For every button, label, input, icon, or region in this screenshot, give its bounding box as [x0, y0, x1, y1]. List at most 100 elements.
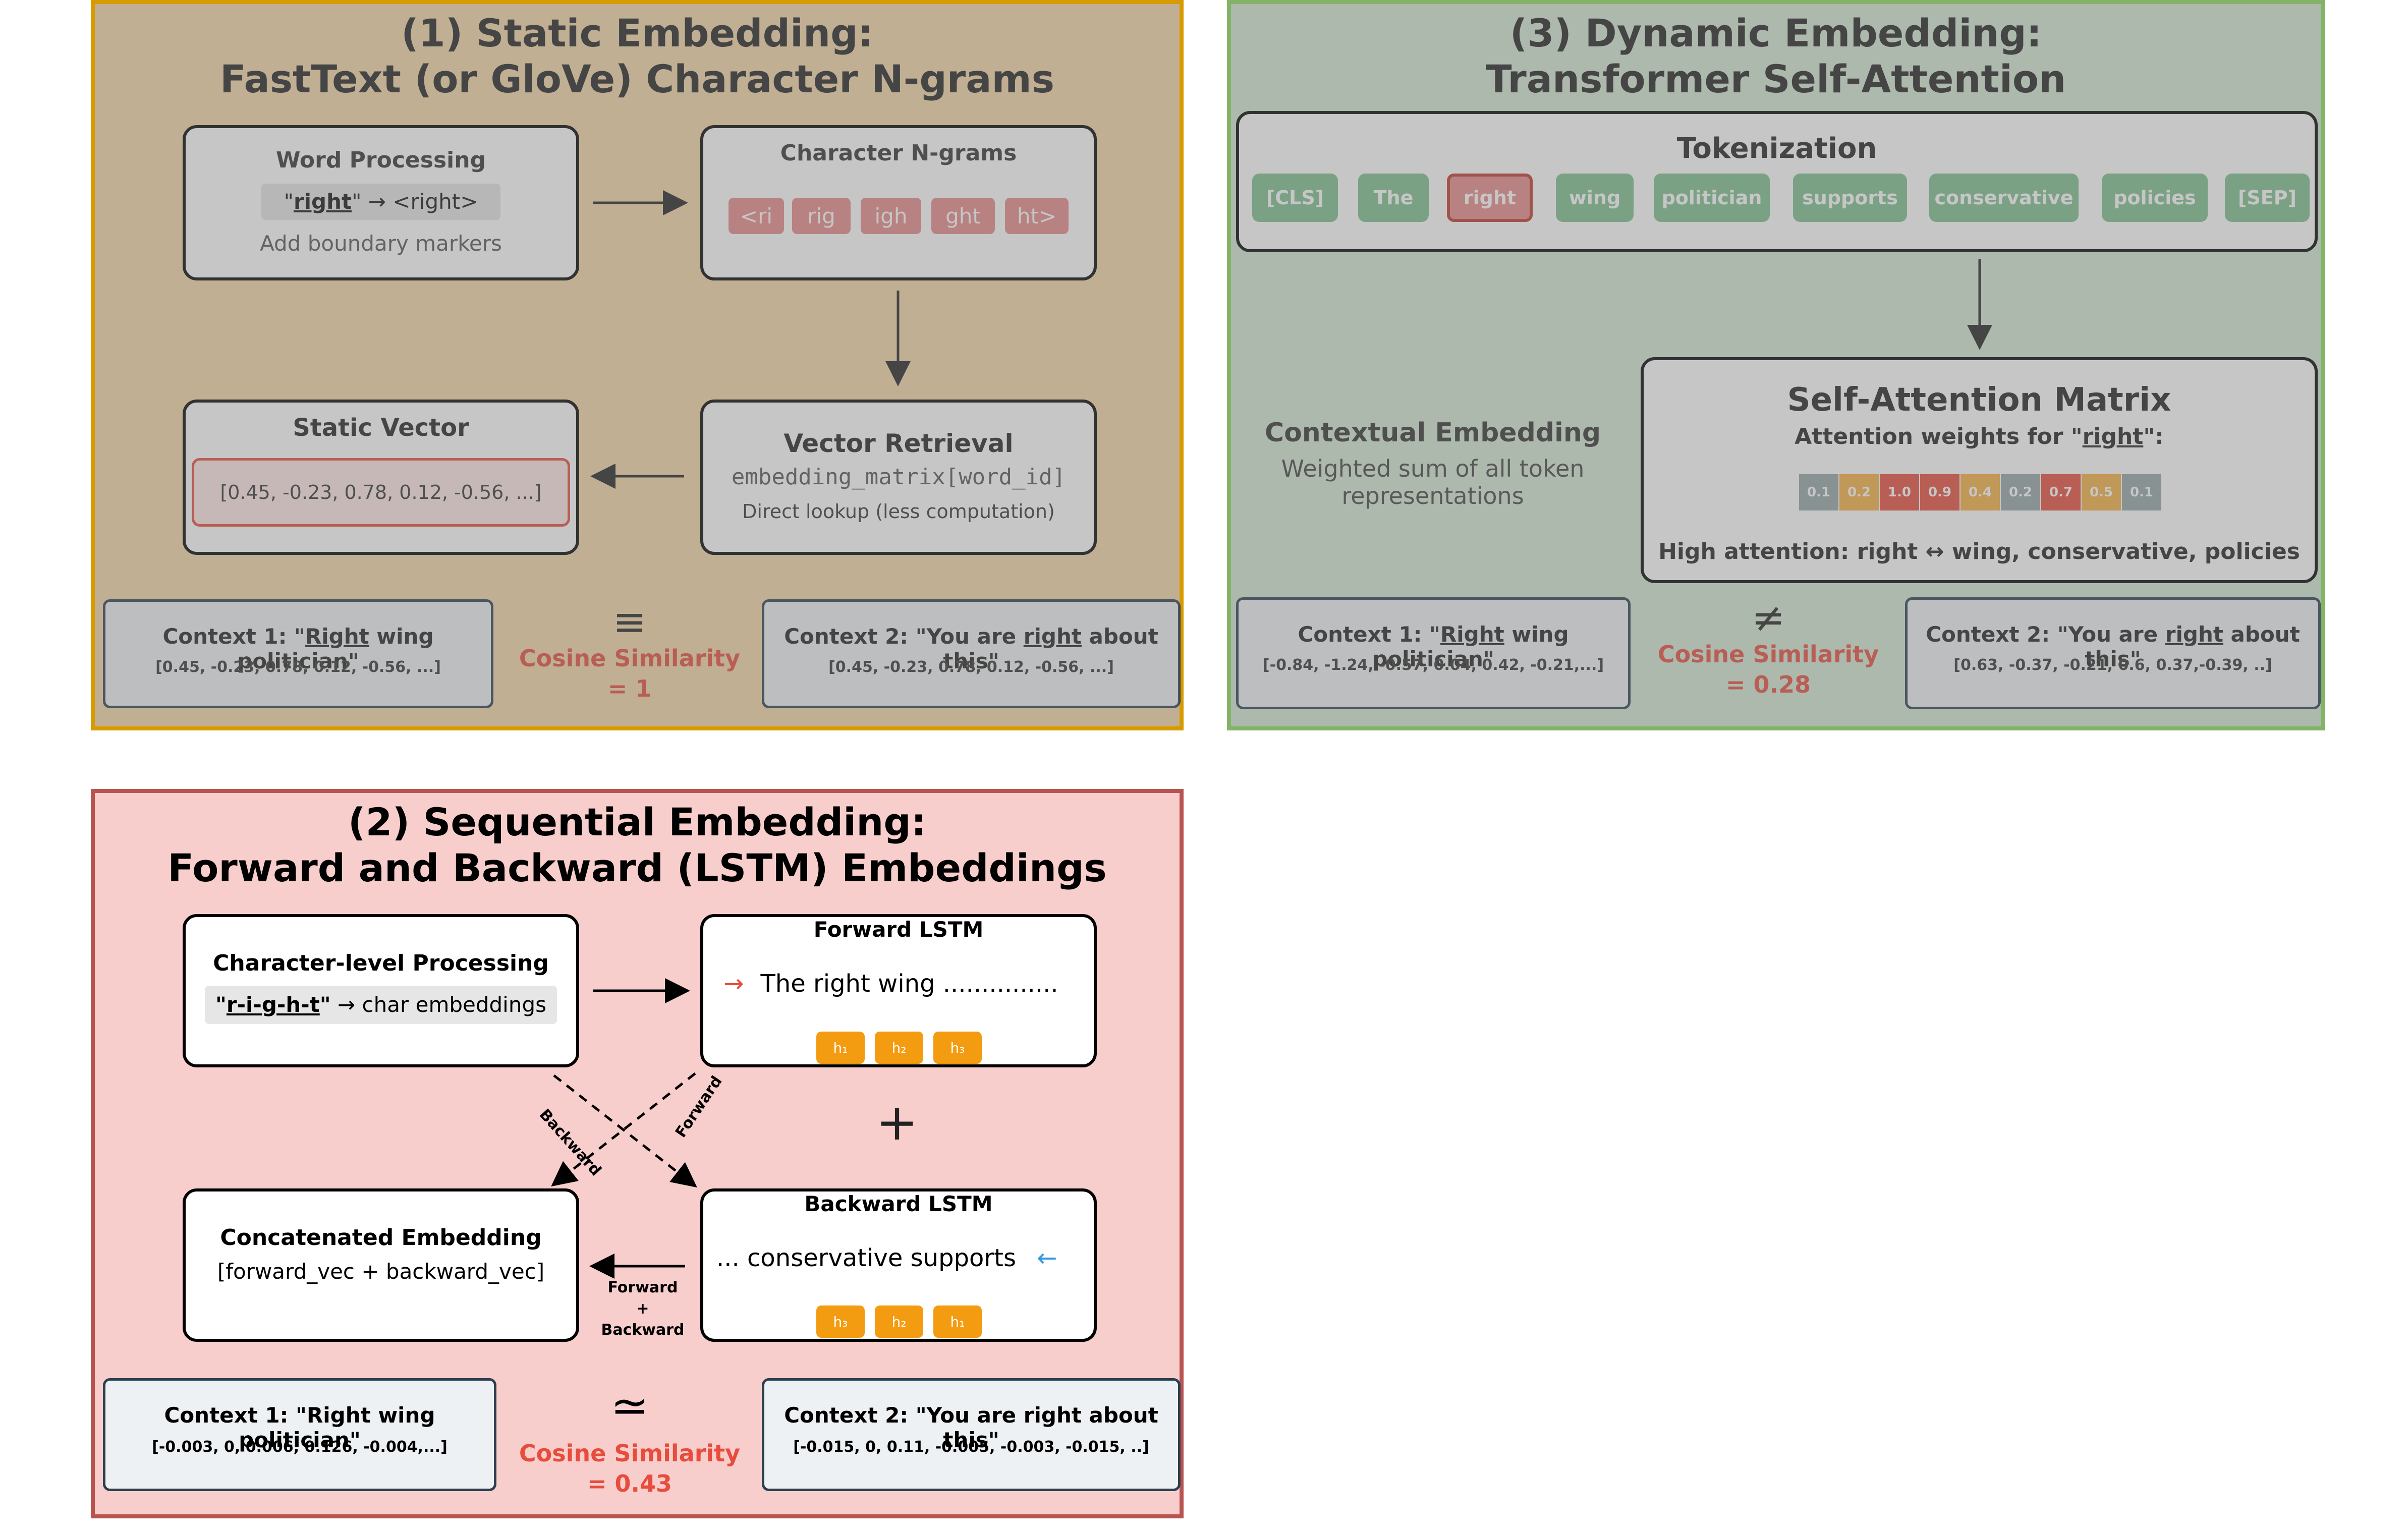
backward-hidden-state: h₂	[875, 1305, 923, 1338]
panel-static-embedding: (1) Static Embedding: FastText (or GloVe…	[91, 0, 1184, 730]
backward-text: ... conservative supports	[716, 1244, 1016, 1272]
panel2-title-line2: Forward and Backward (LSTM) Embeddings	[167, 845, 1107, 891]
ctx-suffix: wing politician"	[237, 624, 434, 673]
not-equal-symbol: ≠	[1751, 594, 1785, 641]
panel2-context2-text: Context 2: "You are right about this"	[784, 1403, 1158, 1452]
attention-note: High attention: right ↔ wing, conservati…	[1658, 539, 2300, 564]
concat-embedding-value: [forward_vec + backward_vec]	[217, 1259, 545, 1284]
panel3-title-line2: Transformer Self-Attention	[1485, 56, 2066, 102]
vector-retrieval-title: Vector Retrieval	[783, 429, 1014, 458]
backward-lstm-title: Backward LSTM	[804, 1191, 993, 1216]
panel-sequential-embedding: (2) Sequential Embedding: Forward and Ba…	[91, 789, 1184, 1518]
forward-hidden-state: h₁	[816, 1032, 865, 1064]
ctx-prefix: Context 2: "You are	[1926, 622, 2165, 647]
contextual-embedding-title: Contextual Embedding	[1264, 418, 1601, 448]
merge-label-forward: Forward	[607, 1279, 678, 1296]
panel1-context1-text: Context 1: "Right wing politician"	[105, 624, 491, 673]
quote-open: "	[284, 189, 294, 214]
quote-close: "	[352, 189, 362, 214]
quote-open: "	[215, 992, 227, 1017]
panel2-context1-vector: [-0.003, 0, 0.006, 0.126, -0.004,...]	[152, 1438, 447, 1456]
panel3-context2-text: Context 2: "You are right about this"	[1908, 622, 2318, 671]
ctx-prefix: Context 2: "You are	[784, 624, 1024, 649]
attention-cell: 0.2	[1839, 474, 1879, 510]
subtitle-word: right	[2082, 424, 2144, 449]
panel1-context2-vector: [0.45, -0.23, 0.78, 0.12, -0.56, ...]	[828, 658, 1114, 676]
attention-cell: 0.2	[2001, 474, 2040, 510]
boundary-result: → <right>	[361, 189, 478, 214]
ngram-chip: rig	[792, 198, 851, 234]
ngram-chip: ght	[931, 198, 995, 234]
plus-sign: +	[876, 1093, 918, 1152]
panel2-context1: Context 1: "Right wing politician" [-0.0…	[103, 1378, 496, 1491]
self-attention-title: Self-Attention Matrix	[1787, 381, 2171, 419]
panel3-arrows	[1967, 259, 1992, 350]
tokenization-title: Tokenization	[1676, 132, 1877, 165]
token-supports: supports	[1793, 174, 1907, 222]
panel1-title-line2: FastText (or GloVe) Character N-grams	[220, 56, 1054, 102]
similarity-value: = 1	[607, 675, 652, 702]
panel1-similarity: ≡ Cosine Similarity = 1	[498, 598, 761, 703]
forward-arrow-icon: →	[723, 970, 744, 998]
panel-dynamic-embedding: (3) Dynamic Embedding: Transformer Self-…	[1227, 0, 2325, 730]
ngram-chip: <ri	[729, 198, 784, 234]
approx-equal-symbol: ≃	[610, 1380, 649, 1433]
similarity-label: Cosine Similarity	[519, 645, 741, 672]
quote-close: "	[319, 992, 331, 1017]
char-processing-example: "r-i-g-h-t" → char embeddings	[205, 986, 557, 1024]
word-processing-box: Word Processing "right" → <right> Add bo…	[183, 125, 579, 280]
ctx-word: right	[2165, 622, 2223, 647]
panel2-context2: Context 2: "You are right about this" [-…	[762, 1378, 1181, 1491]
identical-symbol: ≡	[612, 598, 647, 645]
merge-label-backward: Backward	[601, 1321, 685, 1339]
panel1-context1-vector: [0.45, -0.23, 0.78, 0.12, -0.56, ...]	[155, 658, 441, 676]
merge-label: Forward + Backward	[582, 1277, 703, 1341]
similarity-value: = 0.43	[587, 1470, 673, 1497]
merge-label-plus: +	[636, 1300, 649, 1318]
backward-hidden-state: h₁	[933, 1305, 982, 1338]
token-politician: politician	[1654, 174, 1770, 222]
backward-lstm-sequence: ... conservative supports ←	[716, 1244, 1090, 1272]
attention-cell: 0.1	[2122, 474, 2161, 510]
forward-hidden-state: h₂	[875, 1032, 923, 1064]
ctx-prefix: Context 1: "	[1298, 622, 1440, 647]
similarity-value: = 0.28	[1725, 671, 1811, 698]
forward-lstm-title: Forward LSTM	[813, 917, 984, 942]
panel2-context1-text: Context 1: "Right wing politician"	[164, 1403, 435, 1452]
contextual-embedding-line1: Weighted sum of all token	[1281, 455, 1585, 482]
panel1-title: (1) Static Embedding: FastText (or GloVe…	[95, 10, 1180, 102]
backward-arrow-icon: ←	[1037, 1244, 1057, 1272]
char-sequence: r-i-g-h-t	[226, 992, 320, 1017]
static-vector-title: Static Vector	[293, 414, 469, 442]
backward-hidden-state: h₃	[816, 1305, 865, 1338]
panel3-context2-vector: [0.63, -0.37, -0.21, 0.6, 0.37,-0.39, ..…	[1953, 656, 2272, 674]
word-processing-title: Word Processing	[275, 147, 486, 173]
token-cls: [CLS]	[1252, 174, 1338, 222]
attention-cell: 1.0	[1880, 474, 1919, 510]
panel3-title-line1: (3) Dynamic Embedding:	[1509, 11, 2042, 55]
char-processing-title: Character-level Processing	[213, 950, 549, 976]
panel3-dim-overlay	[1231, 4, 2321, 726]
vector-retrieval-note: Direct lookup (less computation)	[742, 500, 1055, 523]
token-policies: policies	[2102, 174, 2208, 222]
forward-lstm-sequence: → The right wing ...............	[723, 970, 1097, 998]
panel1-context1: Context 1: "Right wing politician" [0.45…	[103, 599, 493, 708]
panel2-title-line1: (2) Sequential Embedding:	[348, 800, 927, 844]
panel2-arrows	[551, 978, 697, 1279]
token-conservative: conservative	[1929, 174, 2079, 222]
ctx-prefix: Context 1: "	[162, 624, 305, 649]
ctx-suffix: about this"	[2085, 622, 2300, 671]
contextual-embedding: Contextual Embedding Weighted sum of all…	[1251, 418, 1614, 509]
panel1-title-line1: (1) Static Embedding:	[401, 11, 873, 55]
token-sep: [SEP]	[2225, 174, 2310, 222]
vector-retrieval-code: embedding_matrix[word_id]	[731, 464, 1066, 490]
char-processing-box: Character-level Processing "r-i-g-h-t" →…	[183, 914, 579, 1067]
word-processing-note: Add boundary markers	[260, 231, 502, 256]
forward-text: The right wing ...............	[760, 970, 1058, 998]
self-attention-subtitle: Attention weights for "right":	[1644, 424, 2315, 449]
attention-cell: 0.5	[2082, 474, 2121, 510]
concat-embedding-box: Concatenated Embedding [forward_vec + ba…	[183, 1188, 579, 1342]
panel2-title: (2) Sequential Embedding: Forward and Ba…	[95, 799, 1180, 891]
char-embedding-result: → char embeddings	[330, 992, 547, 1017]
similarity-label: Cosine Similarity	[1657, 641, 1879, 668]
